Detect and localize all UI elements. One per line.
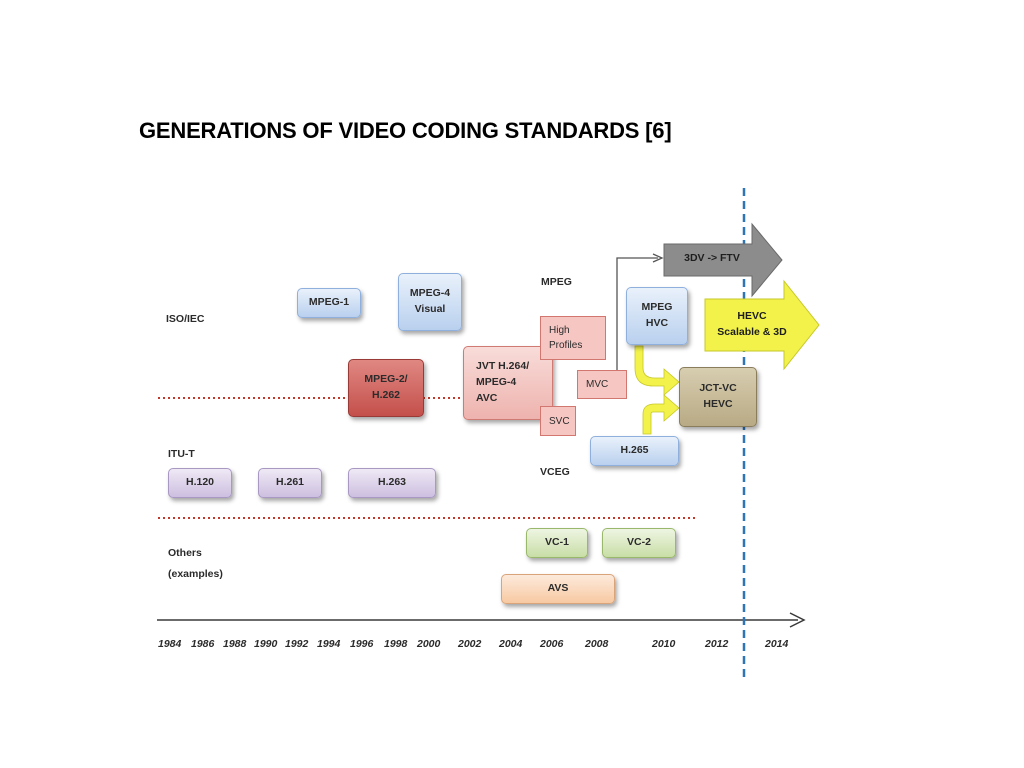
row-label-iso-iec: ISO/IEC bbox=[166, 313, 205, 325]
year-2004: 2004 bbox=[499, 638, 523, 650]
standard-mvc: MVC bbox=[577, 370, 627, 399]
standard-avs: AVS bbox=[501, 574, 615, 604]
year-1996: 1996 bbox=[350, 638, 374, 650]
mvc-connector bbox=[616, 257, 658, 372]
year-1986: 1986 bbox=[191, 638, 215, 650]
label-vceg: VCEG bbox=[540, 466, 570, 478]
page-title: GENERATIONS OF VIDEO CODING STANDARDS [6… bbox=[139, 118, 672, 143]
year-2008: 2008 bbox=[585, 638, 609, 650]
standard-high-profiles: High Profiles bbox=[540, 316, 606, 360]
year-1984: 1984 bbox=[158, 638, 182, 650]
label-mpeg: MPEG bbox=[541, 276, 572, 288]
hevc-arrow-label: HEVC Scalable & 3D bbox=[717, 310, 787, 338]
standard-mpeg-2-h262: MPEG-2/ H.262 bbox=[348, 359, 424, 417]
year-1994: 1994 bbox=[317, 638, 341, 650]
standard-mpeg-hvc: MPEG HVC bbox=[626, 287, 688, 345]
standard-svc: SVC bbox=[540, 406, 576, 436]
standard-vc-2: VC-2 bbox=[602, 528, 676, 558]
row-label-others: Others bbox=[168, 547, 202, 559]
standard-mpeg-1: MPEG-1 bbox=[297, 288, 361, 318]
year-1988: 1988 bbox=[223, 638, 247, 650]
timeline-arrowhead bbox=[789, 612, 806, 628]
standard-h265: H.265 bbox=[590, 436, 679, 466]
standard-jvt-h264-avc: JVT H.264/ MPEG-4 AVC bbox=[463, 346, 553, 420]
year-1992: 1992 bbox=[285, 638, 309, 650]
row-label-examples: (examples) bbox=[168, 568, 223, 580]
row-label-itu-t: ITU-T bbox=[168, 448, 195, 460]
year-2010: 2010 bbox=[652, 638, 676, 650]
standard-h261: H.261 bbox=[258, 468, 322, 498]
year-1998: 1998 bbox=[384, 638, 408, 650]
year-2012: 2012 bbox=[705, 638, 729, 650]
standard-h120: H.120 bbox=[168, 468, 232, 498]
mvc-connector-head bbox=[652, 253, 664, 263]
year-2002: 2002 bbox=[458, 638, 482, 650]
standard-vc-1: VC-1 bbox=[526, 528, 588, 558]
yellow-arrow-lower bbox=[642, 394, 680, 435]
year-2006: 2006 bbox=[540, 638, 564, 650]
yellow-arrow-upper bbox=[634, 345, 680, 396]
ftv-arrow bbox=[663, 222, 783, 298]
ftv-arrow-label: 3DV -> FTV bbox=[684, 252, 740, 264]
year-2014: 2014 bbox=[765, 638, 789, 650]
hevc-arrow bbox=[704, 279, 820, 371]
standard-jct-vc-hevc: JCT-VC HEVC bbox=[679, 367, 757, 427]
year-2000: 2000 bbox=[417, 638, 441, 650]
standard-mpeg-4-visual: MPEG-4 Visual bbox=[398, 273, 462, 331]
standard-h263: H.263 bbox=[348, 468, 436, 498]
year-1990: 1990 bbox=[254, 638, 278, 650]
